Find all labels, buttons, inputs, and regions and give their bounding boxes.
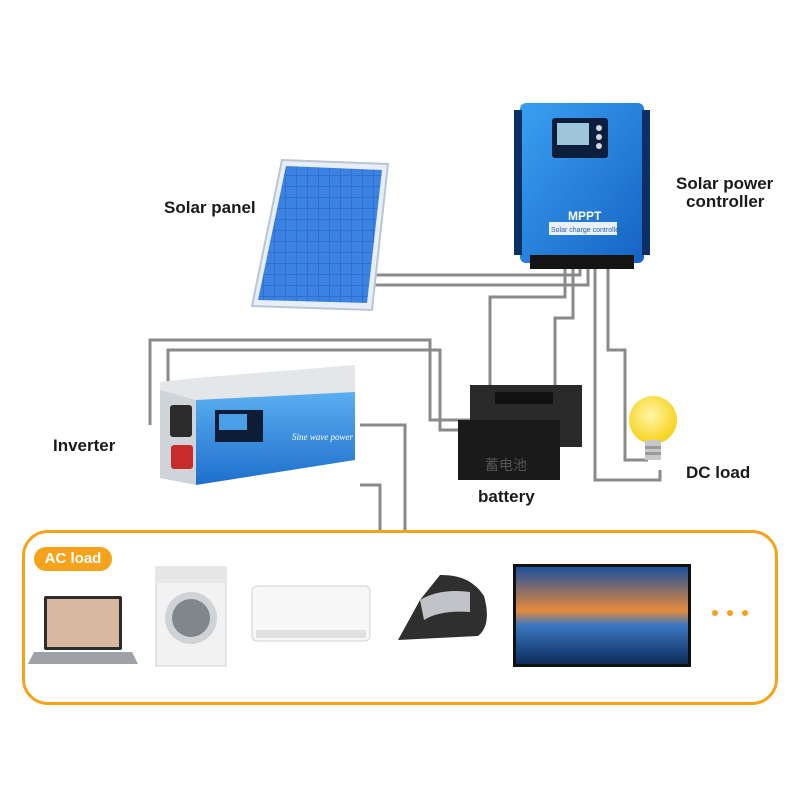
inverter-caption: Sine wave power xyxy=(292,432,353,442)
controller-label-line1: Solar power xyxy=(676,174,774,193)
charge-controller-device: MPPT Solar charge controller xyxy=(514,103,650,269)
iron-icon xyxy=(398,574,487,640)
wiring xyxy=(148,265,662,530)
solar-panel-device xyxy=(250,158,390,312)
air-conditioner-icon xyxy=(251,585,371,642)
battery-device: 蓄电池 xyxy=(458,385,582,480)
solar-panel-label: Solar panel xyxy=(164,198,256,217)
mppt-logo: MPPT xyxy=(568,209,602,223)
controller-caption: Solar charge controller xyxy=(551,227,622,234)
inverter-label: Inverter xyxy=(53,436,116,455)
dc-load-bulb-icon xyxy=(629,396,677,460)
tv-icon xyxy=(513,564,691,667)
battery-label: battery xyxy=(478,487,535,506)
ac-load-badge: AC load xyxy=(34,547,112,571)
inverter-device: Sine wave power xyxy=(160,365,355,485)
dc-load-label: DC load xyxy=(686,463,750,482)
laptop-icon xyxy=(28,596,138,664)
washing-machine-icon xyxy=(155,566,227,667)
battery-characters: 蓄电池 xyxy=(485,458,527,474)
ac-load-group xyxy=(22,530,778,705)
controller-label-line2: controller xyxy=(686,192,765,211)
more-devices-ellipsis-icon xyxy=(712,603,762,616)
